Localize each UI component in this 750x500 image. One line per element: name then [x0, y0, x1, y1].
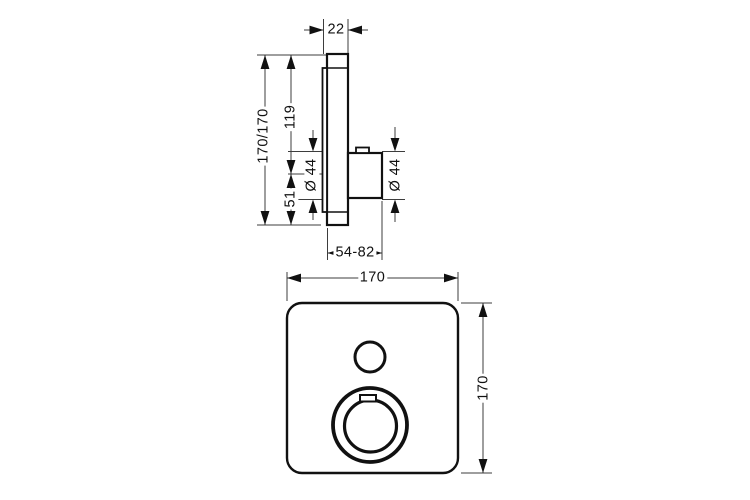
arrow-dia-right-top: [390, 138, 400, 152]
dim-front-width-label: 170: [357, 268, 388, 286]
side-view: [257, 19, 405, 260]
dim-depth-label: 22: [325, 20, 347, 38]
arrow-119-top: [286, 55, 296, 69]
dim-diameter-left-label: Ø 44: [303, 156, 320, 194]
cartridge-cylinder: [346, 151, 384, 200]
arrow-119-bottom: [286, 160, 296, 174]
dim-front-height-label: 170: [474, 373, 492, 403]
arrow-height-top: [478, 303, 488, 317]
escutcheon-back-profile: [325, 52, 350, 227]
side-view-part: [321, 52, 384, 227]
arrow-depth-left: [309, 25, 324, 35]
front-view-part: [285, 301, 460, 475]
arrow-height-bottom: [478, 459, 488, 473]
arrow-width-left: [287, 273, 301, 283]
dim-install-depth-label: 54-82: [333, 243, 377, 261]
arrow-dia-left-bottom: [308, 199, 318, 213]
front-view-arrowheads: [287, 273, 488, 473]
arrow-51-bottom: [286, 211, 296, 225]
arrow-depth-right: [348, 25, 362, 35]
arrow-51-top: [286, 174, 296, 188]
arrow-overall-top: [260, 55, 270, 69]
grip-tab-front: [359, 394, 377, 403]
dim-axis-to-bottom-label: 51: [281, 188, 299, 210]
select-button: [353, 340, 387, 374]
arrow-dia-left-top: [308, 138, 318, 152]
arrow-dia-right-bottom: [390, 199, 400, 213]
thermostat-knob-inner: [342, 398, 399, 454]
front-view: [285, 272, 492, 475]
dim-diameter-right-label: Ø 44: [387, 156, 404, 194]
grip-tab-side: [355, 146, 370, 154]
arrow-width-right: [444, 273, 458, 283]
dim-overall-height-label: 170/170: [255, 106, 272, 166]
arrow-overall-bottom: [260, 211, 270, 225]
dim-top-to-axis-label: 119: [281, 102, 299, 132]
escutcheon-front-lip: [321, 67, 328, 213]
